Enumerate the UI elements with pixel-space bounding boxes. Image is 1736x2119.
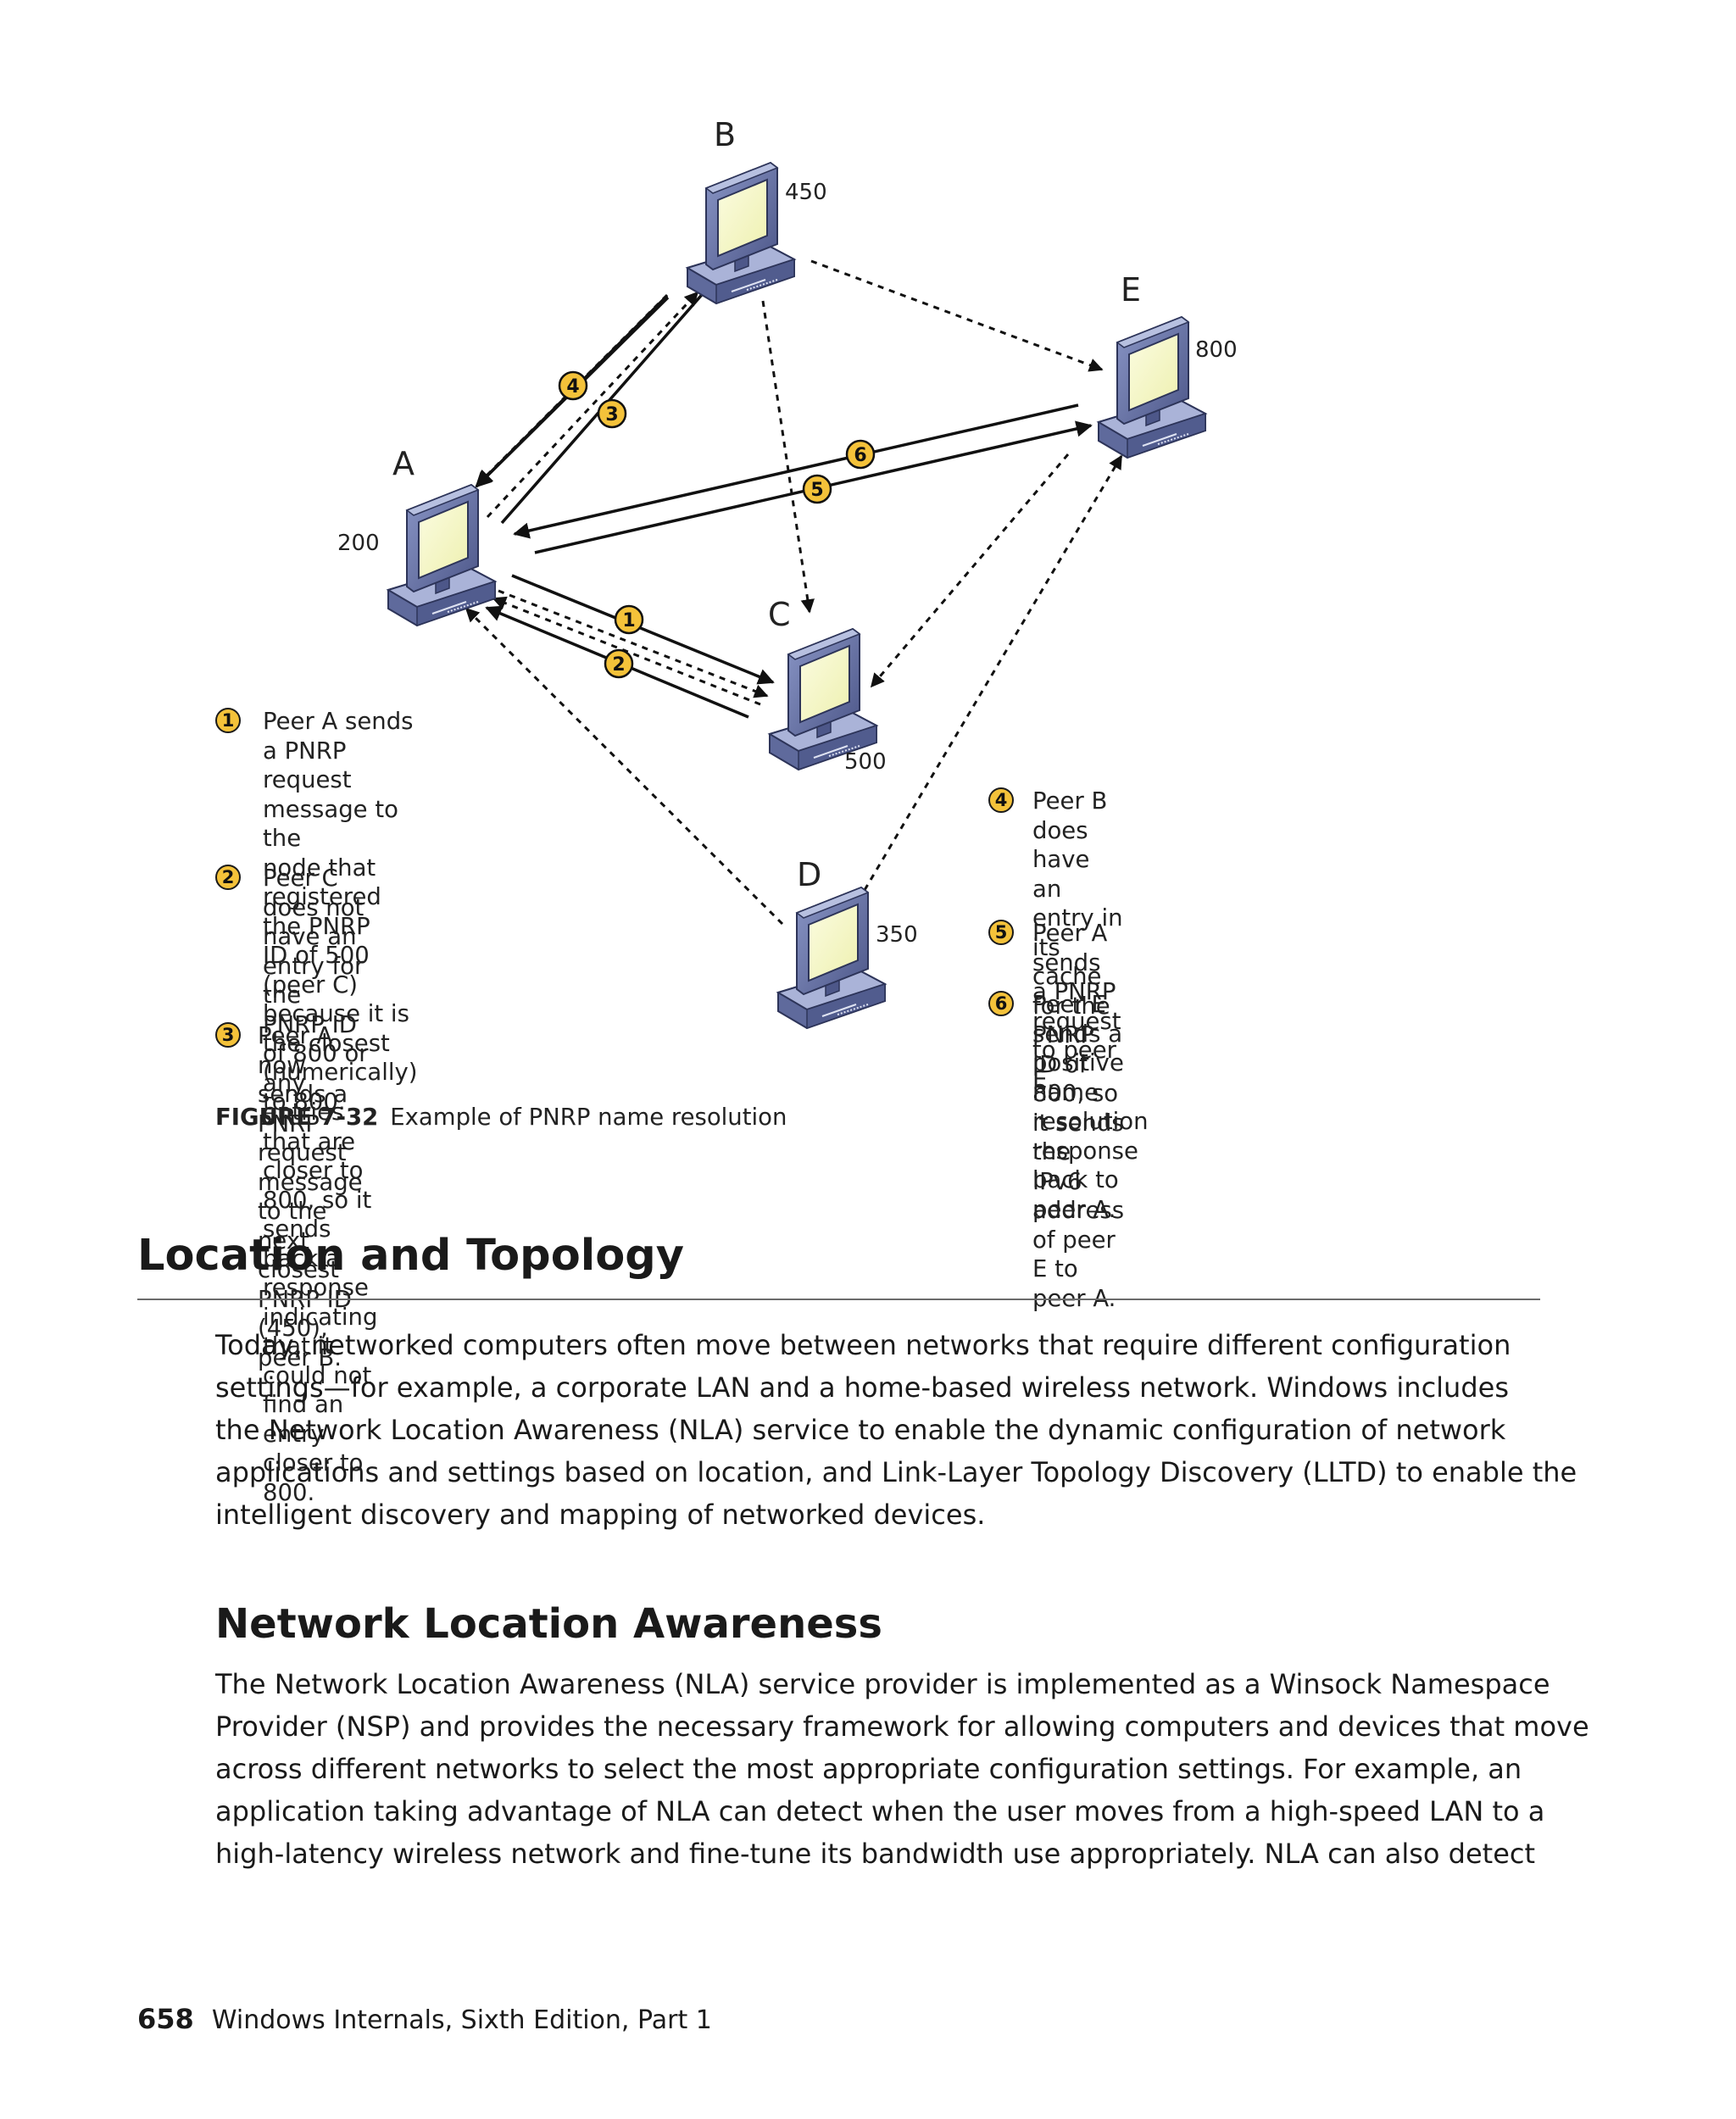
legend-item-5-line: Peer A sends a PNRP request [1032,920,1121,1035]
legend-item-1-line: ID of 500 (peer C) because it is [263,942,409,1027]
legend-item-1-line: request message to the [263,766,398,852]
legend-item-6-line: resolution response back to [1032,1108,1149,1193]
computer-b-icon [687,162,795,304]
figure-caption: FIGURE 7-32 Example of PNRP name resoluti… [215,1104,787,1131]
legend-item-2-line: PNRP ID of 800 or any entries that are [263,1010,369,1155]
legend-item-1-line: the closest (numerically) to 800. [263,1029,418,1115]
arrow-b-to-e [810,259,1104,372]
arrow-step1-a-to-c [511,574,775,685]
paragraph-line: application taking advantage of NLA can … [215,1795,1545,1827]
node-d-letter: D [797,856,822,893]
computer-e-icon [1098,316,1206,459]
paragraph-line: intelligent discovery and mapping of net… [215,1499,986,1531]
legend-badge-1: 1 [215,708,241,733]
svg-text:6: 6 [854,445,866,466]
computer-a-icon [387,484,496,626]
legend-item-4-line: its cache for the PNRP ID of [1032,933,1110,1078]
legend-badge-4: 4 [988,787,1014,813]
arrow-step2-dashed [492,596,761,706]
node-d-id: 350 [876,922,918,948]
node-b-id: 450 [785,180,827,205]
book-title: Windows Internals, Sixth Edition, Part 1 [211,2005,712,2035]
paragraph-line: The Network Location Awareness (NLA) ser… [215,1668,1550,1700]
section-heading: Location and Topology [137,1231,684,1281]
paragraph-line: settings—for example, a corporate LAN an… [215,1371,1509,1404]
arrow-step6-e-to-a [513,403,1079,539]
paragraph-line: high-latency wireless network and fine-t… [215,1838,1536,1870]
step-badge-4: 4 [558,370,588,401]
node-e-id: 800 [1195,337,1238,363]
page-number: 658 [137,2003,194,2035]
subsection-paragraph: The Network Location Awareness (NLA) ser… [215,1663,1589,1875]
svg-text:1: 1 [622,610,635,631]
svg-text:2: 2 [612,654,625,676]
arrow-b-to-c [761,300,815,614]
svg-text:4: 4 [566,376,579,398]
legend-item-4-line: 800, so it sends the IPv6 [1032,1080,1124,1195]
arrow-step1-dashed [498,589,769,698]
legend-item-2-line: closer to 800, so it sends back a respon… [263,1157,372,1301]
legend-item-2-line: Peer C does not have an entry for the [263,865,364,1009]
arrow-d-to-a [465,607,784,926]
node-b-letter: B [714,116,737,153]
node-a-id: 200 [337,531,380,556]
step-badge-2: 2 [604,648,634,679]
step-badge-5: 5 [802,474,832,504]
paragraph-line: applications and settings based on locat… [215,1456,1577,1488]
legend-item-4-line: address of peer E to peer A. [1032,1197,1125,1312]
subsection-heading: Network Location Awareness [215,1600,882,1648]
computer-d-icon [777,887,886,1029]
legend-item-4-line: Peer B does have an entry in [1032,787,1123,932]
legend-item-5-line: to peer E. [1032,1037,1116,1093]
legend-badge-6: 6 [988,991,1014,1016]
node-a-letter: A [392,445,415,482]
arrow-e-to-c [870,453,1070,688]
figure-caption-label: FIGURE 7-32 [215,1104,379,1131]
paragraph-line: the Network Location Awareness (NLA) ser… [215,1414,1506,1446]
legend-item-1-line: node that registered the PNRP [263,854,381,940]
paragraph-line: Today, networked computers often move be… [215,1329,1511,1361]
legend-badge-3: 3 [215,1022,241,1048]
legend-item-1-line: Peer A sends a PNRP [263,708,414,765]
node-e-letter: E [1121,271,1142,309]
section-heading-rule [137,1299,1540,1300]
node-c-letter: C [768,596,791,633]
step-badge-3: 3 [597,398,627,429]
figure-caption-text: Example of PNRP name resolution [390,1104,787,1131]
pnrp-diagram: 4 3 6 5 1 2 [387,162,1206,1029]
page-footer: 658 Windows Internals, Sixth Edition, Pa… [137,2003,712,2035]
paragraph-line: Provider (NSP) and provides the necessar… [215,1710,1589,1743]
legend-item-6-line: Peer E sends a positive name [1032,991,1124,1106]
step-badge-1: 1 [614,604,644,635]
paragraph-line: across different networks to select the … [215,1753,1522,1785]
arrow-d-to-e [863,454,1123,891]
svg-text:3: 3 [605,404,618,425]
legend-badge-5: 5 [988,920,1014,945]
step-badge-6: 6 [845,439,876,470]
legend-item-2-line: indicating that it could not find an ent… [263,1303,378,1448]
arrow-step3-dashed [486,291,699,519]
legend-badge-2: 2 [215,865,241,890]
node-c-id: 500 [844,749,887,775]
legend-item-3-line: Peer A now sends a PNRP request message [258,1022,363,1196]
svg-text:5: 5 [810,480,823,501]
legend-item-3-line: to the next closest PNRP ID (450), peer … [258,1198,352,1371]
legend-item-2-line: closer to 800. [263,1449,364,1506]
section-paragraph: Today, networked computers often move be… [215,1324,1577,1536]
legend-item-6-line: peer A. [1032,1195,1116,1223]
